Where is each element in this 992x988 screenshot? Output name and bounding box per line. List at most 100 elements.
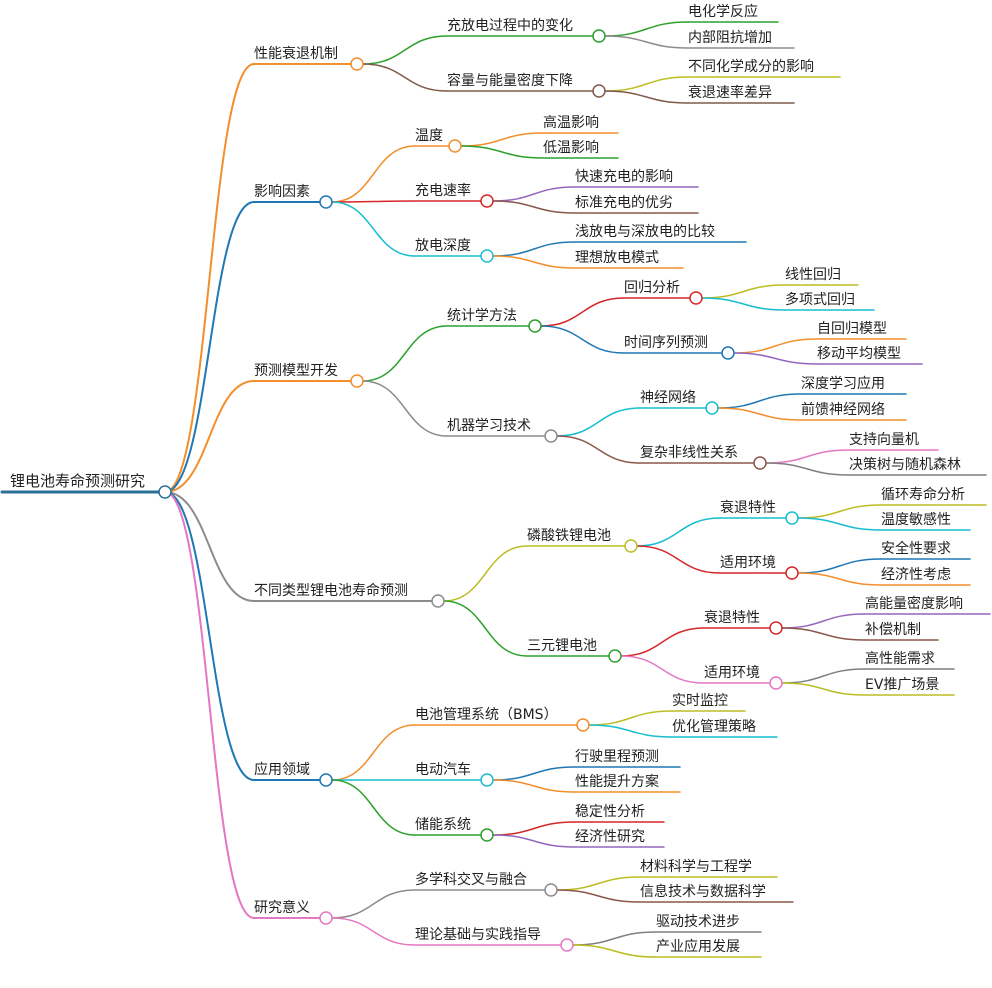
- topic-label-3-1-1-0[interactable]: 高性能需求: [865, 650, 935, 667]
- topic-label-3-1-0-0[interactable]: 高能量密度影响: [865, 595, 963, 612]
- topic-label-1-1[interactable]: 充电速率: [415, 182, 471, 199]
- collapse-toggle-1-1[interactable]: [480, 194, 494, 208]
- topic-label-5-1-0[interactable]: 驱动技术进步: [656, 914, 740, 930]
- topic-label-0-0-0[interactable]: 电化学反应: [688, 3, 758, 20]
- topic-label-2-0-1-1[interactable]: 移动平均模型: [817, 346, 901, 362]
- topic-label-2-1[interactable]: 机器学习技术: [447, 418, 531, 434]
- topic-label-3-0-0-1[interactable]: 温度敏感性: [881, 511, 951, 528]
- collapse-toggle-4[interactable]: [319, 773, 333, 787]
- topic-label-3-1-0[interactable]: 衰退特性: [704, 609, 760, 626]
- link-2-1: [362, 380, 448, 437]
- topic-label-3[interactable]: 不同类型锂电池寿命预测: [254, 582, 408, 599]
- topic-label-4-0-1[interactable]: 优化管理策略: [672, 718, 756, 735]
- topic-label-2-0-0[interactable]: 回归分析: [624, 279, 680, 296]
- topic-label-2[interactable]: 预测模型开发: [254, 363, 338, 379]
- collapse-toggle-2-1-1[interactable]: [753, 456, 767, 470]
- collapse-toggle-3[interactable]: [431, 594, 445, 608]
- collapse-toggle-3-0-0[interactable]: [785, 511, 799, 525]
- topic-label-1[interactable]: 影响因素: [254, 184, 310, 200]
- collapse-toggle-root[interactable]: [158, 485, 172, 499]
- collapse-toggle-2-1[interactable]: [544, 429, 558, 443]
- topic-label-2-0-0-1[interactable]: 多项式回归: [785, 291, 855, 308]
- link-4-0: [331, 724, 416, 781]
- topic-label-0-1[interactable]: 容量与能量密度下降: [447, 72, 573, 89]
- topic-label-0[interactable]: 性能衰退机制: [254, 45, 338, 62]
- topic-label-5[interactable]: 研究意义: [254, 899, 310, 916]
- collapse-toggle-5-1[interactable]: [560, 938, 574, 952]
- link-5-1-1: [572, 944, 657, 958]
- link-0-1-0: [604, 76, 689, 92]
- topic-label-1-0[interactable]: 温度: [415, 128, 443, 144]
- collapse-toggle-3-1[interactable]: [608, 649, 622, 663]
- collapse-toggle-0[interactable]: [350, 57, 364, 71]
- topic-label-5-0-1[interactable]: 信息技术与数据科学: [640, 883, 766, 900]
- collapse-toggle-3-0-1[interactable]: [785, 566, 799, 580]
- topic-label-2-0-0-0[interactable]: 线性回归: [785, 266, 841, 283]
- topic-label-4-2[interactable]: 储能系统: [415, 817, 471, 833]
- topic-label-4-2-1[interactable]: 经济性研究: [575, 829, 645, 845]
- collapse-toggle-0-0[interactable]: [592, 29, 606, 43]
- topic-label-4-0[interactable]: 电池管理系统（BMS）: [415, 707, 558, 723]
- topic-label-5-0-0[interactable]: 材料科学与工程学: [640, 859, 752, 875]
- topic-label-0-1-0[interactable]: 不同化学成分的影响: [688, 59, 814, 75]
- topic-label-4[interactable]: 应用领域: [254, 761, 310, 778]
- topic-label-3-0-1-0[interactable]: 安全性要求: [881, 540, 951, 557]
- link-5-1: [331, 917, 416, 946]
- topic-label-3-1-0-1[interactable]: 补偿机制: [865, 622, 921, 638]
- collapse-toggle-1-0[interactable]: [448, 139, 462, 153]
- topic-label-2-1-1-0[interactable]: 支持向量机: [849, 432, 919, 448]
- topic-label-4-0-0[interactable]: 实时监控: [672, 693, 728, 709]
- topic-label-1-0-0[interactable]: 高温影响: [543, 114, 599, 131]
- topic-label-1-2-1[interactable]: 理想放电模式: [575, 250, 659, 266]
- topic-label-2-1-0-1[interactable]: 前馈神经网络: [801, 401, 885, 418]
- topic-label-3-0[interactable]: 磷酸铁锂电池: [527, 528, 611, 544]
- collapse-toggle-3-1-0[interactable]: [769, 621, 783, 635]
- topic-label-4-1-0[interactable]: 行驶里程预测: [575, 749, 659, 765]
- collapse-toggle-1-2[interactable]: [480, 249, 494, 263]
- topic-label-0-0-1[interactable]: 内部阻抗增加: [688, 30, 772, 46]
- root-topic-label[interactable]: 锂电池寿命预测研究: [10, 472, 145, 490]
- topic-label-4-1[interactable]: 电动汽车: [415, 761, 471, 778]
- topic-label-1-1-0[interactable]: 快速充电的影响: [575, 169, 673, 185]
- topic-label-1-2[interactable]: 放电深度: [415, 238, 471, 254]
- topic-label-2-0-1[interactable]: 时间序列预测: [624, 335, 708, 351]
- topic-label-3-1-1-1[interactable]: EV推广场景: [865, 677, 939, 693]
- collapse-toggle-5-0[interactable]: [544, 883, 558, 897]
- topic-label-2-0[interactable]: 统计学方法: [447, 308, 517, 324]
- topic-label-2-1-0-0[interactable]: 深度学习应用: [801, 375, 885, 392]
- topic-label-3-1-1[interactable]: 适用环境: [704, 665, 760, 681]
- topic-label-0-0[interactable]: 充放电过程中的变化: [447, 18, 573, 34]
- topic-label-2-1-0[interactable]: 神经网络: [640, 390, 696, 406]
- topic-label-1-1-1[interactable]: 标准充电的优劣: [575, 195, 673, 211]
- collapse-toggle-2-0[interactable]: [528, 319, 542, 333]
- topic-label-0-1-1[interactable]: 衰退速率差异: [688, 84, 772, 101]
- collapse-toggle-5[interactable]: [319, 911, 333, 925]
- topic-label-3-0-1-1[interactable]: 经济性考虑: [881, 567, 951, 583]
- topic-label-1-2-0[interactable]: 浅放电与深放电的比较: [575, 224, 715, 240]
- collapse-toggle-4-2[interactable]: [480, 828, 494, 842]
- collapse-toggle-0-1[interactable]: [592, 84, 606, 98]
- topic-label-3-0-0-0[interactable]: 循环寿命分析: [881, 486, 965, 503]
- topic-label-5-0[interactable]: 多学科交叉与融合: [415, 871, 527, 888]
- collapse-toggle-2-1-0[interactable]: [705, 401, 719, 415]
- topic-label-1-0-1[interactable]: 低温影响: [543, 140, 599, 156]
- topic-label-3-1[interactable]: 三元锂电池: [527, 638, 597, 654]
- topic-label-2-1-1[interactable]: 复杂非线性关系: [640, 444, 738, 461]
- collapse-toggle-3-0[interactable]: [624, 539, 638, 553]
- topic-label-2-1-1-1[interactable]: 决策树与随机森林: [849, 456, 961, 473]
- collapse-toggle-1[interactable]: [319, 195, 333, 209]
- topic-label-4-2-0[interactable]: 稳定性分析: [575, 804, 645, 820]
- topic-label-5-1-1[interactable]: 产业应用发展: [656, 938, 740, 955]
- topic-label-4-1-1[interactable]: 性能提升方案: [575, 773, 659, 790]
- topic-label-2-0-1-0[interactable]: 自回归模型: [817, 320, 887, 337]
- collapse-toggle-2-0-0[interactable]: [689, 291, 703, 305]
- topic-label-3-0-1[interactable]: 适用环境: [720, 555, 776, 571]
- topic-label-5-1[interactable]: 理论基础与实践指导: [415, 926, 541, 943]
- collapse-toggle-3-1-1[interactable]: [769, 676, 783, 690]
- collapse-toggle-2-0-1[interactable]: [721, 346, 735, 360]
- collapse-toggle-4-0[interactable]: [576, 718, 590, 732]
- topic-label-3-0-0[interactable]: 衰退特性: [720, 499, 776, 516]
- collapse-toggle-2[interactable]: [350, 374, 364, 388]
- collapse-toggle-4-1[interactable]: [480, 773, 494, 787]
